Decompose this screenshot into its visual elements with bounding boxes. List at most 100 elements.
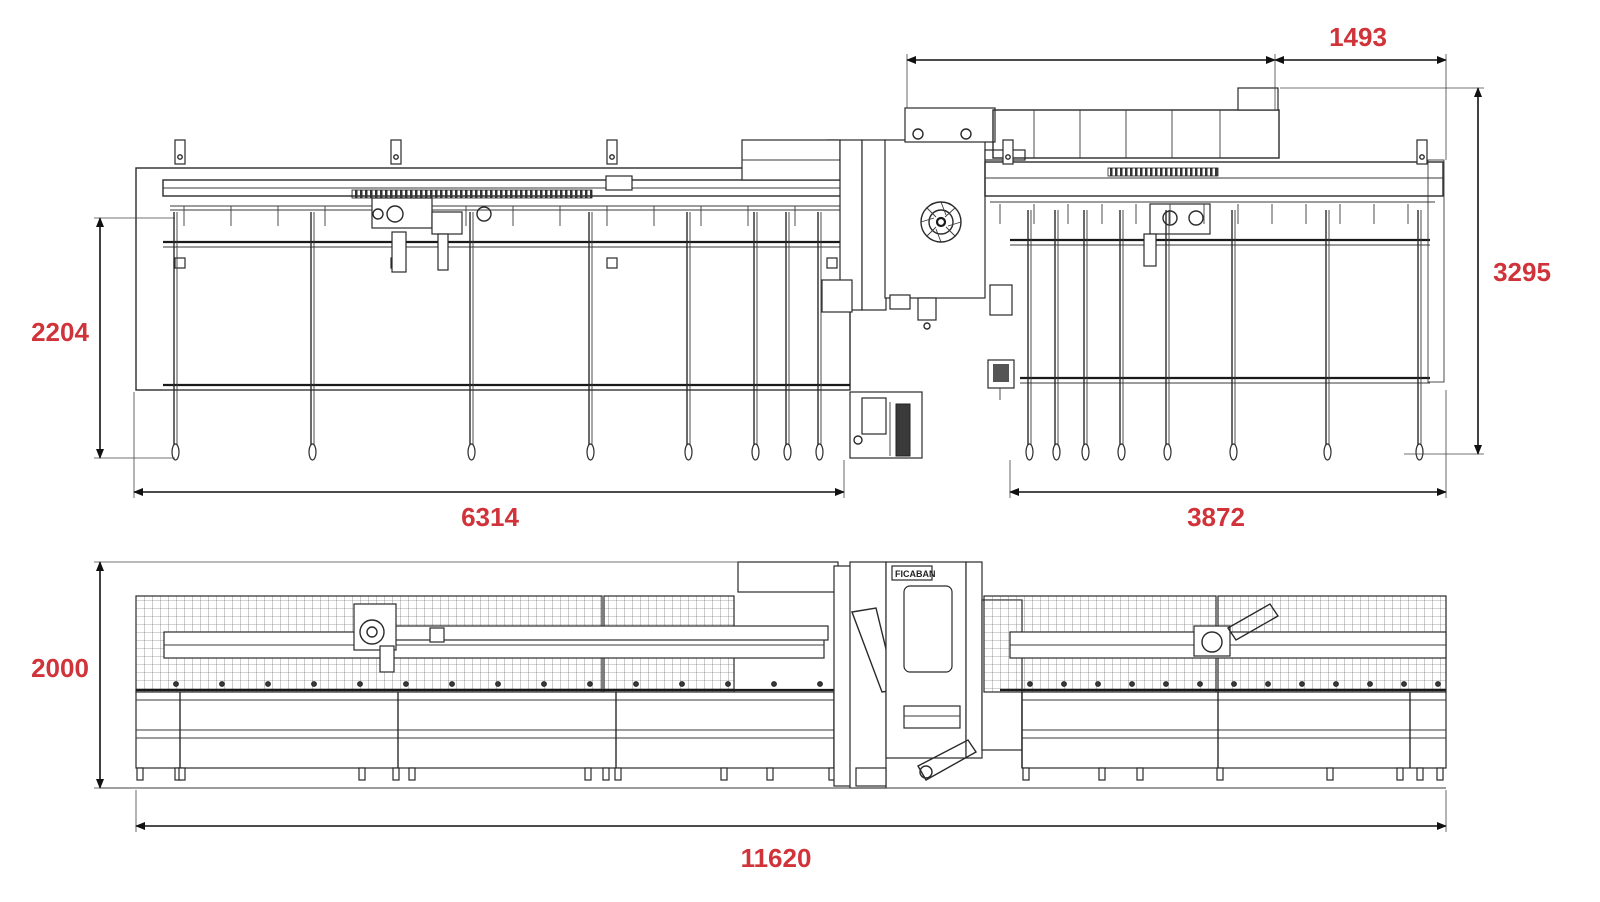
- table-foot: [178, 767, 186, 781]
- support-bracket: [1416, 139, 1428, 165]
- roller: [1163, 681, 1169, 687]
- table-foot: [602, 767, 610, 781]
- arm-end: [1117, 443, 1126, 461]
- table-foot: [720, 767, 728, 781]
- arm-end: [1052, 443, 1061, 461]
- table-foot: [1396, 767, 1404, 781]
- plan-view: [94, 54, 1484, 498]
- roller: [771, 681, 777, 687]
- roller: [1129, 681, 1135, 687]
- arm-end: [684, 443, 693, 461]
- roller: [357, 681, 363, 687]
- arm-end: [815, 443, 824, 461]
- roller: [1367, 681, 1373, 687]
- roller: [173, 681, 179, 687]
- table-foot: [614, 767, 622, 781]
- dim-2000: 2000: [31, 653, 89, 683]
- left-table-body: [135, 688, 839, 769]
- dim-6314: 6314: [461, 502, 519, 532]
- table-foot: [1022, 767, 1030, 781]
- roller: [817, 681, 823, 687]
- arm-end: [1415, 443, 1424, 461]
- roller: [1435, 681, 1441, 687]
- table-foot: [1436, 767, 1444, 781]
- support-bracket: [606, 139, 618, 165]
- roller: [1265, 681, 1271, 687]
- roller: [1401, 681, 1407, 687]
- left-table-brackets: [174, 139, 838, 269]
- left-carriage: [371, 175, 633, 273]
- arm-end: [1081, 443, 1090, 461]
- roller: [1095, 681, 1101, 687]
- support-bracket: [174, 139, 186, 165]
- rail-clamp: [174, 257, 186, 269]
- table-foot: [408, 767, 416, 781]
- table-foot: [1216, 767, 1224, 781]
- roller: [1231, 681, 1237, 687]
- plan-dimension-lines: [94, 54, 1484, 498]
- left-table-feet: [136, 767, 836, 781]
- saw-unit-plan: [741, 107, 1026, 400]
- front-view: FICABAN: [94, 561, 1447, 832]
- right-table-posts: [1021, 692, 1411, 768]
- arm-end: [751, 443, 760, 461]
- front-dimension-lines: [94, 561, 1447, 832]
- roller: [1333, 681, 1339, 687]
- machine-label: FICABAN: [895, 569, 936, 579]
- support-bracket: [1002, 139, 1014, 165]
- right-roller-dots: [1027, 681, 1441, 687]
- table-foot: [1098, 767, 1106, 781]
- control-console-plan: [849, 391, 923, 459]
- table-foot: [1326, 767, 1334, 781]
- left-table-frame: [135, 167, 851, 391]
- rail-clamp: [606, 257, 618, 269]
- table-foot: [1416, 767, 1424, 781]
- right-table-brackets: [1002, 139, 1428, 165]
- right-table-feet: [1022, 767, 1444, 781]
- left-guard-fence: [135, 595, 829, 693]
- right-table-body: [1000, 688, 1447, 769]
- table-foot: [766, 767, 774, 781]
- table-foot: [584, 767, 592, 781]
- right-guard-fence: [983, 595, 1447, 693]
- arm-end: [467, 443, 476, 461]
- table-foot: [136, 767, 144, 781]
- table-foot: [392, 767, 400, 781]
- bracket-bolt: [177, 154, 183, 160]
- table-foot: [358, 767, 366, 781]
- roller: [541, 681, 547, 687]
- roller: [1299, 681, 1305, 687]
- bracket-bolt: [609, 154, 615, 160]
- roller: [219, 681, 225, 687]
- roller: [1197, 681, 1203, 687]
- rail-clamp: [826, 257, 838, 269]
- bracket-bolt: [393, 154, 399, 160]
- left-transverse-arms: [171, 212, 824, 461]
- arm-end: [1229, 443, 1238, 461]
- support-bracket: [390, 139, 402, 165]
- dim-2204: 2204: [31, 317, 89, 347]
- roller: [403, 681, 409, 687]
- dim-3295: 3295: [1493, 257, 1551, 287]
- roller: [265, 681, 271, 687]
- arm-end: [586, 443, 595, 461]
- arm-end: [171, 443, 180, 461]
- dimension-labels: 1493 3295 2204 6314 3872 2000 11620: [31, 22, 1551, 873]
- arm-end: [783, 443, 792, 461]
- right-transverse-arms: [1025, 210, 1424, 461]
- left-roller-dots: [173, 681, 823, 687]
- arm-end: [1163, 443, 1172, 461]
- right-table-frame: [984, 87, 1445, 384]
- roller: [311, 681, 317, 687]
- arm-end: [308, 443, 317, 461]
- dim-1493: 1493: [1329, 22, 1387, 52]
- roller: [495, 681, 501, 687]
- arm-end: [1323, 443, 1332, 461]
- roller: [633, 681, 639, 687]
- roller: [1027, 681, 1033, 687]
- roller: [587, 681, 593, 687]
- right-rail-pegs: [999, 204, 1409, 224]
- roller: [725, 681, 731, 687]
- arm-end: [1025, 443, 1034, 461]
